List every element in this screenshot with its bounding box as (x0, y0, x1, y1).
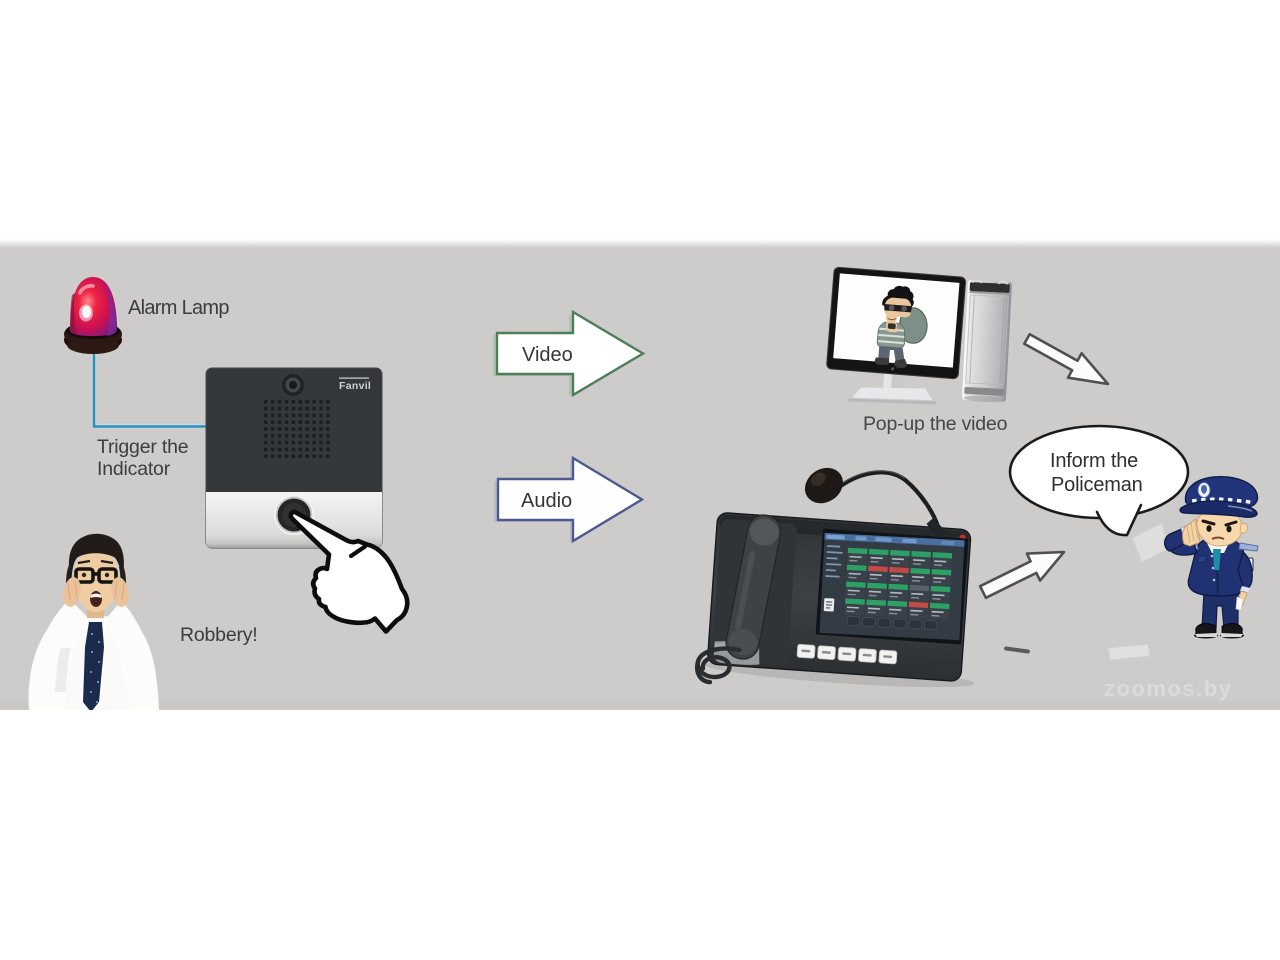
svg-text:Robbery!: Robbery! (180, 624, 258, 646)
svg-text:Policeman: Policeman (1051, 474, 1143, 496)
svg-text:Pop-up the video: Pop-up the video (863, 413, 1008, 435)
svg-text:Indicator: Indicator (97, 458, 171, 480)
svg-text:zoomos.by: zoomos.by (1104, 676, 1232, 701)
svg-text:Alarm Lamp: Alarm Lamp (128, 297, 229, 319)
svg-text:Audio: Audio (521, 490, 572, 512)
svg-text:Inform the: Inform the (1050, 450, 1138, 472)
svg-text:Fanvil: Fanvil (339, 380, 371, 392)
svg-text:Trigger the: Trigger the (97, 436, 188, 458)
svg-text:Video: Video (522, 344, 573, 366)
